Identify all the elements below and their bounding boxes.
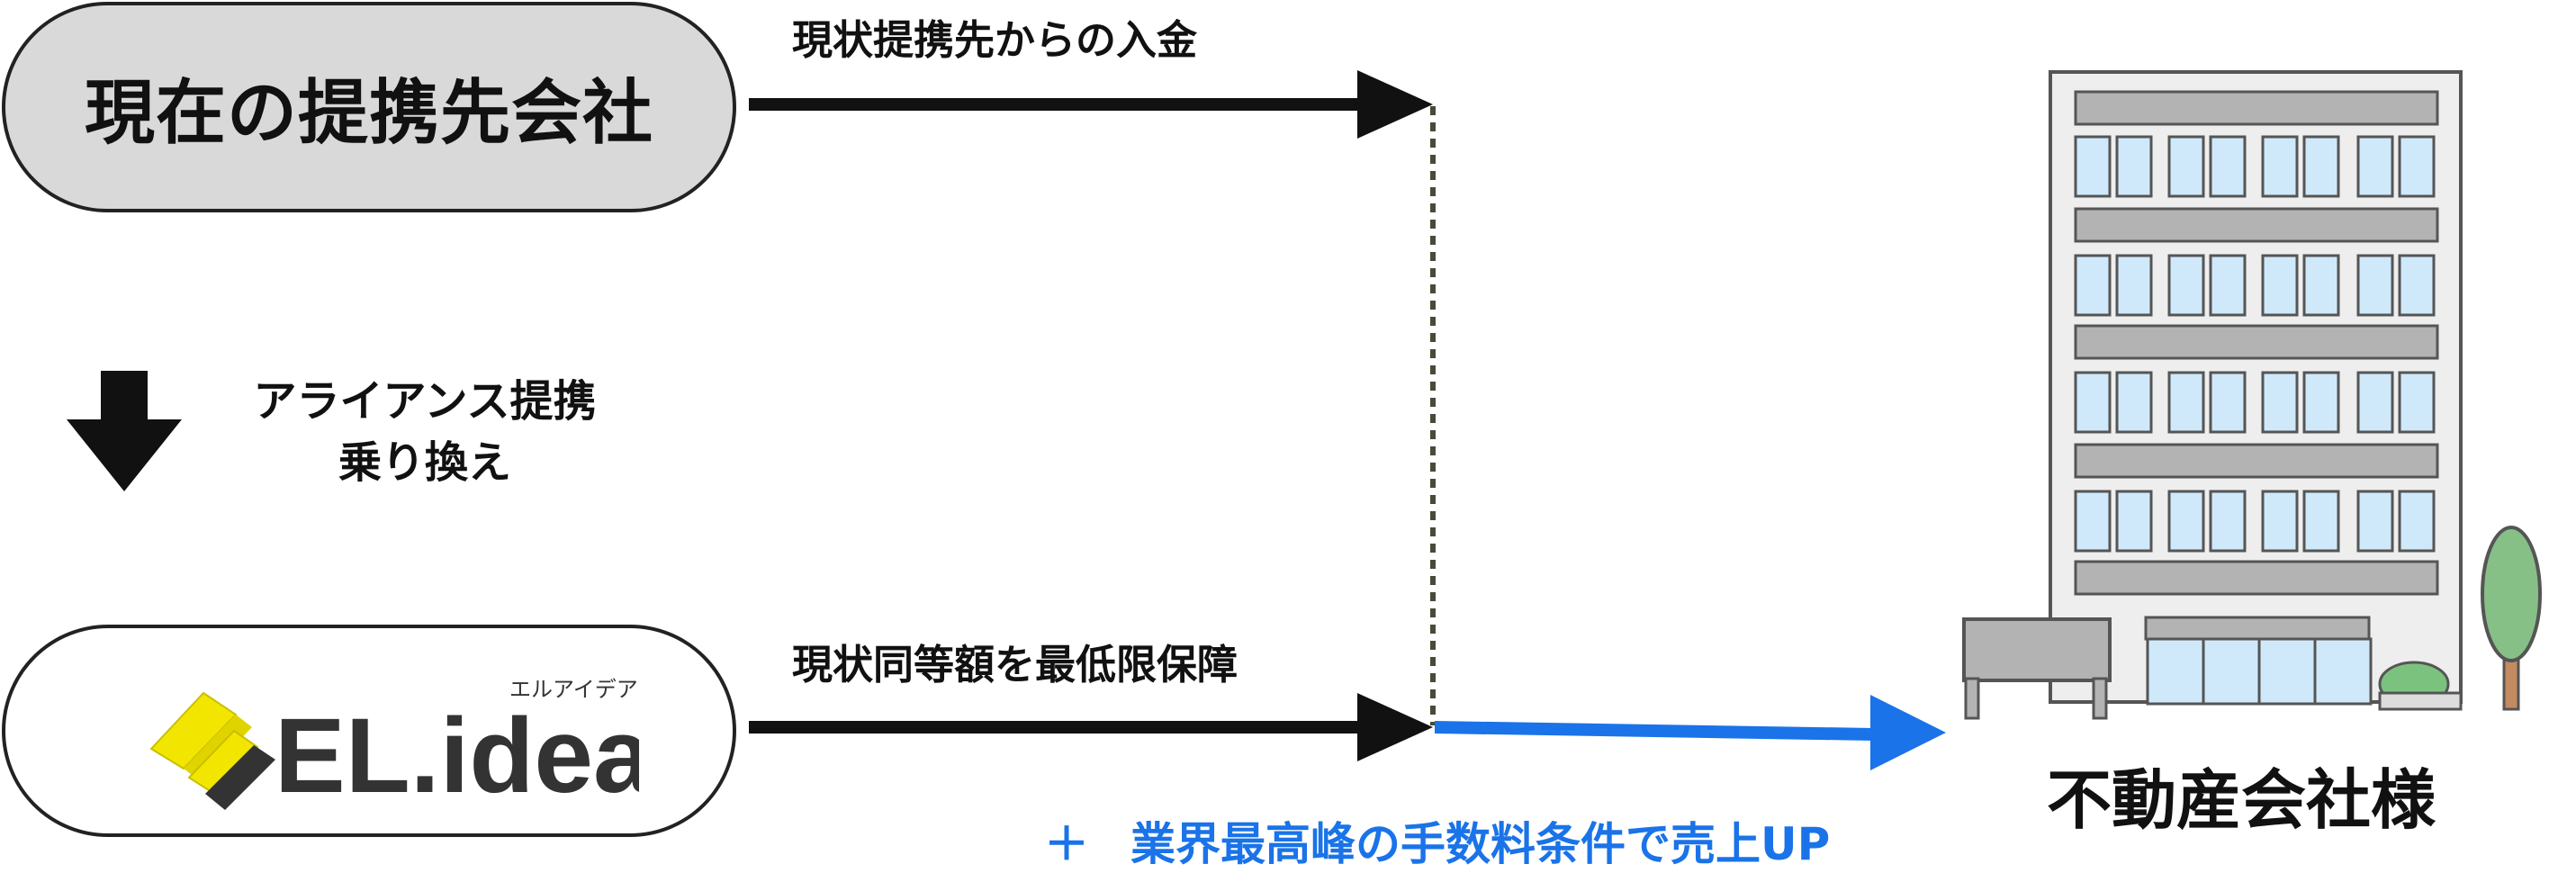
elidea-logo-text: EL.idea [275,697,639,815]
current-payment-arrow [749,70,1433,139]
plus-icon: ＋ [1044,818,1089,870]
bonus-blue-arrow [1435,695,1946,770]
bonus-text: ＋ 業界最高峰の手数料条件で売上UP [1044,808,1830,873]
switch-down-arrow-icon [67,371,182,491]
elidea-logo: EL.idea エルアイデア [149,677,639,815]
current-partner-node: 現在の提携先会社 [2,2,736,212]
alliance-switch-line2: 乗り換え [338,437,511,488]
bonus-text-body: 業界最高峰の手数料条件で売上UP [1130,818,1831,870]
elidea-logo-kana: エルアイデア [509,677,638,702]
alliance-switch-line1: アライアンス提携 [253,376,597,427]
guarantee-arrow [749,693,1433,761]
guarantee-flow-label: 現状同等額を最低限保障 [792,641,1238,688]
elidea-logo-mark-icon [149,691,275,810]
office-building-icon [1962,70,2542,720]
current-partner-label: 現在の提携先会社 [84,73,653,154]
elidea-node: EL.idea エルアイデア [2,625,736,837]
current-flow-label: 現状提携先からの入金 [792,16,1198,64]
real-estate-company-label: 不動産会社様 [2046,762,2436,838]
alliance-switch-text: アライアンス提携 乗り換え [209,371,641,493]
